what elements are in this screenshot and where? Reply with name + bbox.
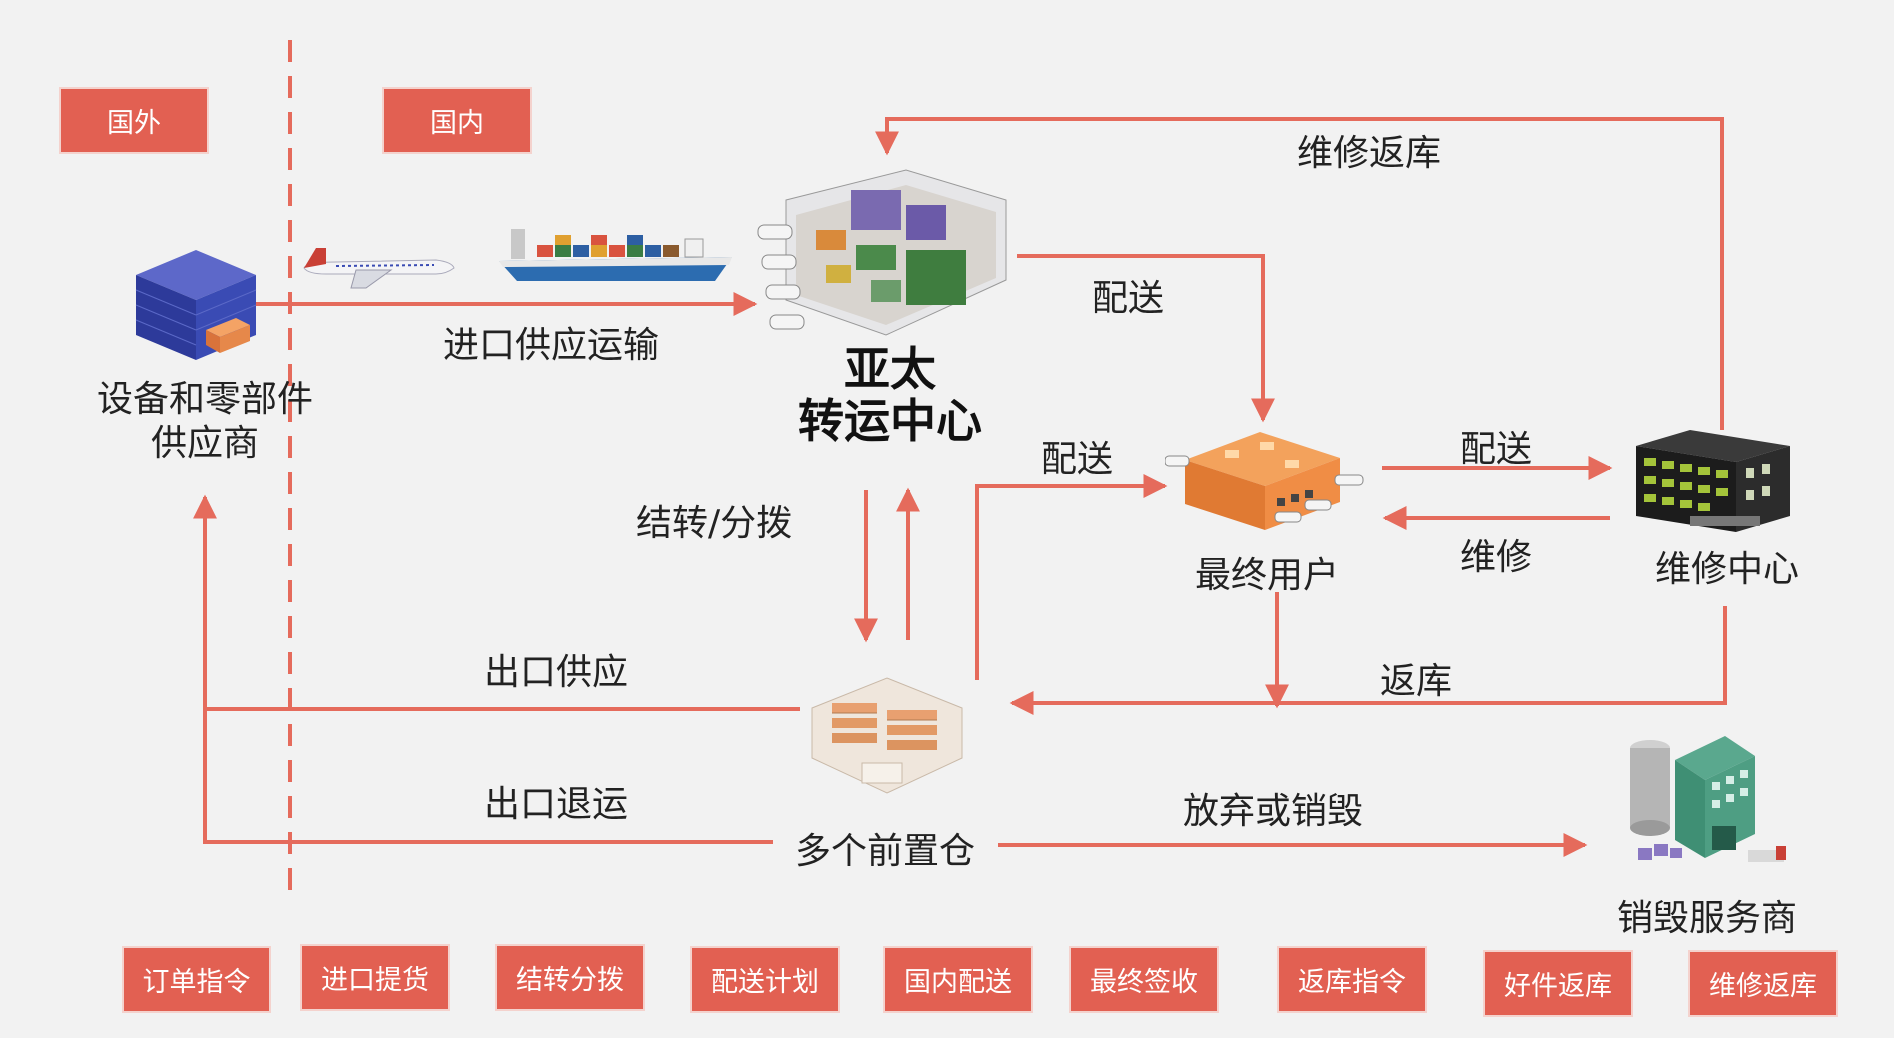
tag-overseas: 国外 [61,89,207,152]
label-transfer: 结转/分拨 [636,503,793,544]
step-return-instruction: 返库指令 [1279,948,1425,1011]
supplier-label: 设备和零部件 供应商 [96,379,313,464]
step-repair-return: 维修返库 [1690,952,1836,1015]
step-order-instruction: 订单指令 [124,948,269,1011]
arrow-warehouse-delivery [975,474,1168,680]
label-export-return: 出口退运 [484,784,629,825]
end-user-factory-icon [1165,432,1364,530]
arrow-hub-delivery [1017,254,1275,423]
arrow-export-return [203,709,773,844]
repair-center-label: 维修中心 [1655,549,1800,590]
label-repair: 维修 [1460,537,1533,578]
airplane-icon [303,248,455,289]
label-delivery-hub: 配送 [1092,278,1165,319]
arrow-repair-return-top [875,117,1724,430]
end-user-label: 最终用户 [1195,555,1340,596]
step-transfer-distribution: 结转分拨 [497,946,643,1009]
label-delivery-warehouse: 配送 [1041,439,1114,480]
step-domestic-delivery: 国内配送 [885,948,1031,1011]
step-final-signoff: 最终签收 [1071,948,1217,1011]
label-import-transport: 进口供应运输 [443,325,660,366]
hub-label: 亚太 转运中心 [798,342,982,448]
hub-warehouse-icon [757,169,1007,336]
destruction-vendor-label: 销毁服务商 [1617,898,1798,939]
label-repair-return-top: 维修返库 [1297,133,1442,174]
label-export-supply: 出口供应 [484,652,629,693]
step-import-pickup: 进口提货 [302,946,448,1009]
step-delivery-plan: 配送计划 [692,948,838,1011]
forward-warehouse-icon [811,677,963,794]
repair-center-building-icon [1636,430,1790,532]
supplier-building-icon [135,250,257,360]
destruction-vendor-factory-icon [1630,736,1786,862]
arrow-return-stock [1009,606,1727,715]
cargo-ship-icon [499,229,732,281]
label-return-stock: 返库 [1380,661,1453,702]
forward-warehouse-label: 多个前置仓 [795,831,976,872]
step-good-part-return: 好件返库 [1485,952,1631,1015]
tag-domestic: 国内 [384,89,530,152]
label-abandon-destroy: 放弃或销毁 [1183,791,1364,832]
label-delivery-repair: 配送 [1460,429,1533,470]
